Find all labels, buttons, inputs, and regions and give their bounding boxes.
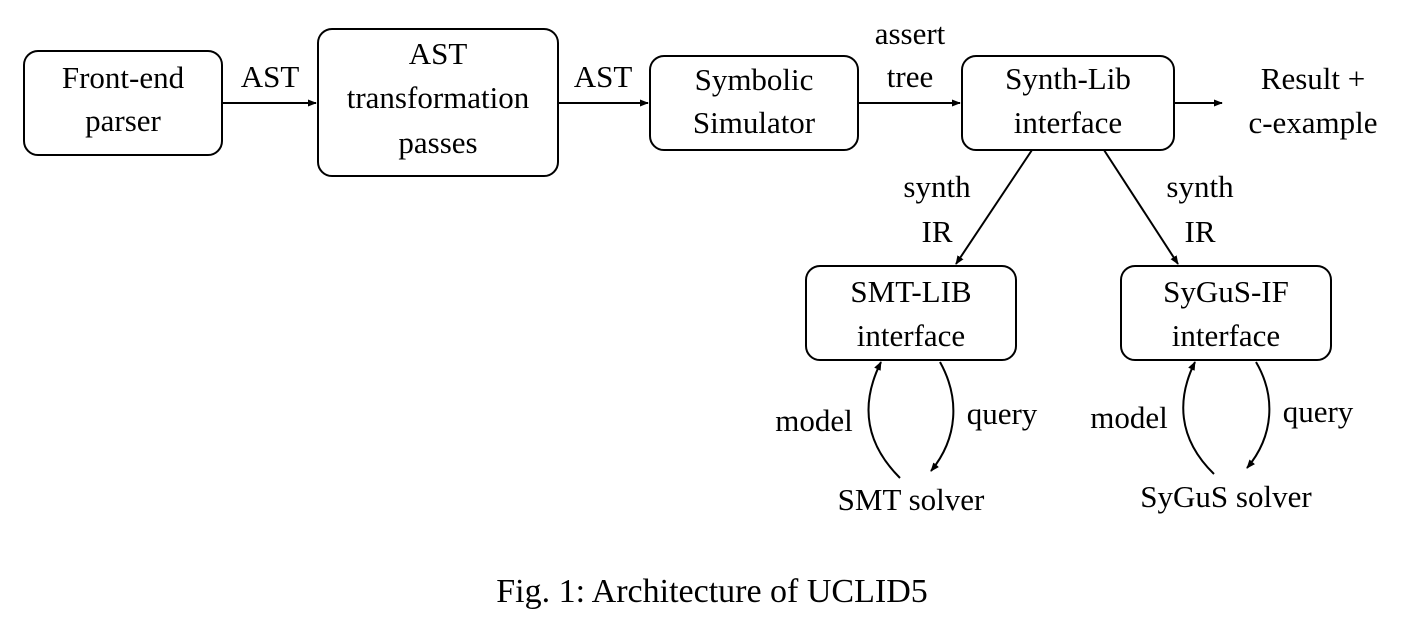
sygus-if-label-line1: SyGuS-IF [1163, 274, 1289, 309]
sygus-if-label-line2: interface [1172, 318, 1280, 353]
edge-label-smt-query: query [967, 396, 1038, 431]
edge-synthlib-to-sygusif: synth IR [1103, 149, 1234, 265]
edge-label-ir-left: IR [922, 214, 953, 249]
result-label-line2: c-example [1248, 105, 1377, 140]
synth-lib-node: Synth-Lib interface [961, 55, 1175, 151]
frontend-parser-node: Front-end parser [23, 50, 223, 156]
smt-lib-node: SMT-LIB interface [805, 265, 1017, 361]
figure-caption: Fig. 1: Architecture of UCLID5 [496, 573, 928, 610]
edge-label-sygus-query: query [1283, 394, 1354, 429]
edge-label-ast-1: AST [241, 59, 300, 94]
arrow-sygus-model [1182, 361, 1215, 475]
smt-lib-box [805, 265, 1017, 361]
ast-transformation-label-line1: AST [409, 36, 468, 71]
edge-smt-query: query [930, 361, 1038, 472]
edge-sygus-model: model [1090, 361, 1215, 475]
edge-symsim-to-synthlib: assert tree [858, 16, 961, 107]
ast-transformation-node: AST transformation passes [317, 28, 559, 177]
edge-label-assert: assert [875, 16, 946, 51]
arrow-smt-query [930, 361, 955, 472]
edge-label-synth-left: synth [903, 169, 971, 204]
ast-transformation-label-line2: transformation [347, 80, 530, 115]
edge-label-tree: tree [887, 59, 933, 94]
result-node: Result + c-example [1248, 61, 1377, 140]
edge-label-sygus-model: model [1090, 400, 1168, 435]
edge-sygus-query: query [1246, 361, 1354, 469]
frontend-parser-label-line2: parser [85, 103, 161, 138]
ast-transformation-label-line3: passes [398, 125, 477, 160]
result-label-line1: Result + [1261, 61, 1365, 96]
edge-label-synth-right: synth [1166, 169, 1234, 204]
edge-label-ast-2: AST [574, 59, 633, 94]
arrow-sygus-query [1246, 361, 1271, 469]
synth-lib-label-line1: Synth-Lib [1005, 61, 1131, 96]
sygus-if-node: SyGuS-IF interface [1120, 265, 1332, 361]
sygus-if-box [1120, 265, 1332, 361]
edge-label-ir-right: IR [1185, 214, 1216, 249]
smt-lib-label-line2: interface [857, 318, 965, 353]
smt-solver-label: SMT solver [838, 482, 985, 517]
sygus-solver-label: SyGuS solver [1140, 479, 1312, 514]
edge-frontend-to-ast: AST [222, 59, 317, 107]
edge-synthlib-to-smtlib: synth IR [903, 149, 1033, 265]
arrow-smt-model [867, 361, 901, 479]
synth-lib-label-line2: interface [1014, 105, 1122, 140]
edge-smt-model: model [775, 361, 901, 479]
edge-label-smt-model: model [775, 403, 853, 438]
arrow-synthlib-to-smtlib [955, 149, 1033, 265]
frontend-parser-label-line1: Front-end [62, 60, 185, 95]
smt-lib-label-line1: SMT-LIB [850, 274, 971, 309]
arrow-synthlib-to-sygusif [1103, 149, 1179, 265]
edge-ast-to-symsim: AST [558, 59, 649, 107]
symbolic-simulator-label-line1: Symbolic [695, 62, 814, 97]
symbolic-simulator-node: Symbolic Simulator [649, 55, 859, 151]
symbolic-simulator-label-line2: Simulator [693, 105, 816, 140]
